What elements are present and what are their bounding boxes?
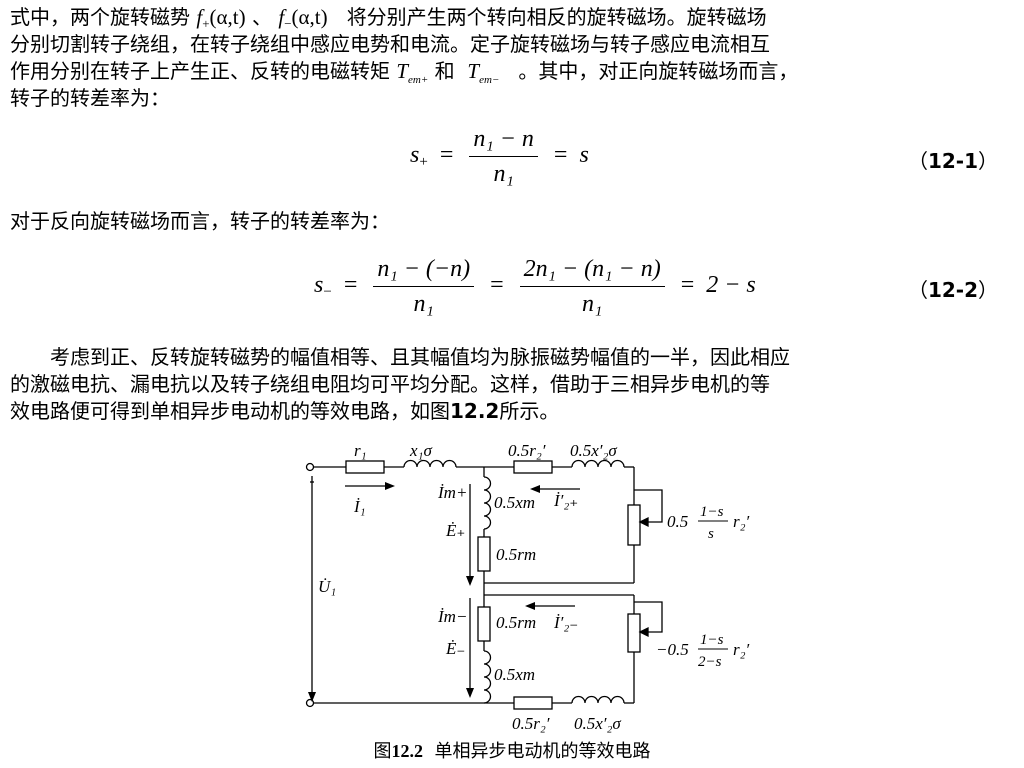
label-load-top-r: r₂′ <box>733 512 750 531</box>
label-rm-top: 0.5rm <box>496 545 536 564</box>
xm-bottom-inductor <box>483 650 492 704</box>
equation-12-2: s− = n₁ − (−n) n₁ = 2n₁ − (n₁ − n) n₁ = … <box>314 254 756 319</box>
f-minus-symbol: f−(α,t) <box>278 5 328 31</box>
text-segment: 式中，两个旋转磁势 <box>10 5 190 29</box>
paragraph-2: 对于反向旋转磁场而言，转子的转差率为： <box>10 209 390 233</box>
label-rm-bottom: 0.5rm <box>496 613 536 632</box>
label-r1: r₁ <box>354 441 367 460</box>
paragraph-1: 式中，两个旋转磁势 f+(α,t) 、 f−(α,t) 将分别产生两个转向相反的… <box>10 4 1015 112</box>
load-bottom-variable-resistor <box>627 613 641 653</box>
label-x2-bottom: 0.5x′₂σ <box>574 714 621 733</box>
equation-number-12-1: （12-1） <box>907 149 998 173</box>
label-load-top-den: s <box>708 526 714 542</box>
equation-2-fraction-2: 2n₁ − (n₁ − n) n₁ <box>519 254 665 319</box>
label-load-top-coef: 0.5 <box>667 512 688 531</box>
x2-top-inductor <box>571 459 625 468</box>
separator: 、 <box>251 5 272 29</box>
label-im-plus: İm+ <box>437 483 467 502</box>
f-plus-symbol: f+(α,t) <box>196 5 246 31</box>
text-segment: 将分别产生两个转向相反的旋转磁场。旋转磁场 <box>346 5 767 29</box>
label-x1s: x₁σ <box>409 441 432 460</box>
load-top-variable-resistor <box>627 504 641 546</box>
r2-bottom-resistor <box>513 696 553 710</box>
equation-number-12-2: （12-2） <box>907 278 998 302</box>
label-r2-top: 0.5r₂′ <box>508 441 546 460</box>
label-e-minus: Ė₋ <box>445 639 465 658</box>
rm-top-resistor <box>477 536 491 572</box>
label-x2-top: 0.5x′₂σ <box>570 441 617 460</box>
paragraph-1-line-2: 分别切割转子绕组，在转子绕组中感应电势和电流。定子旋转磁场与转子感应电流相互 <box>10 32 770 56</box>
label-load-bottom-coef: −0.5 <box>656 640 689 659</box>
label-i2-minus: İ′₂₋ <box>553 613 578 632</box>
equation-2-fraction-1: n₁ − (−n) n₁ <box>373 254 475 319</box>
paragraph-1-line-3: 作用分别在转子上产生正、反转的电磁转矩 Tem+ 和 Tem− 。其中，对正向旋… <box>10 59 799 86</box>
paragraph-1-line-4: 转子的转差率为： <box>10 86 170 110</box>
label-im-minus: İm− <box>437 607 467 626</box>
xm-top-inductor <box>483 476 492 530</box>
label-i1: İ₁ <box>353 497 366 516</box>
equation-1-fraction: n₁ − n n₁ <box>469 124 538 189</box>
label-load-top-num: 1−s <box>700 504 724 520</box>
label-xm-bottom: 0.5xm <box>494 665 535 684</box>
label-u1: U̇₁ <box>318 577 336 596</box>
label-i2-plus: İ′₂₊ <box>553 491 578 510</box>
paragraph-1-line-1: 式中，两个旋转磁势 f+(α,t) 、 f−(α,t) 将分别产生两个转向相反的… <box>10 4 1015 31</box>
label-r2-bottom: 0.5r₂′ <box>512 714 550 733</box>
x1-inductor <box>403 459 457 468</box>
figure-reference: 12.2 <box>450 399 500 423</box>
x2-bottom-inductor <box>571 695 625 704</box>
label-xm-top: 0.5xm <box>494 493 535 512</box>
figure-caption: 图12.2 单相异步电动机的等效电路 <box>373 741 651 762</box>
label-load-bottom-r: r₂′ <box>733 640 750 659</box>
t-em-minus-symbol: Tem− <box>467 59 500 86</box>
r2-top-resistor <box>513 460 553 474</box>
r1-resistor <box>345 460 385 474</box>
label-load-bottom-num: 1−s <box>700 632 724 648</box>
t-em-plus-symbol: Tem+ <box>396 59 429 86</box>
paragraph-3: 考虑到正、反转旋转磁势的幅值相等、且其幅值均为脉振磁势幅值的一半，因此相应 的激… <box>10 345 790 423</box>
label-e-plus: Ė₊ <box>445 521 465 540</box>
rm-bottom-resistor <box>477 606 491 642</box>
label-load-bottom-den: 2−s <box>698 654 722 670</box>
equation-12-1: s+ = n₁ − n n₁ = s <box>410 124 589 189</box>
